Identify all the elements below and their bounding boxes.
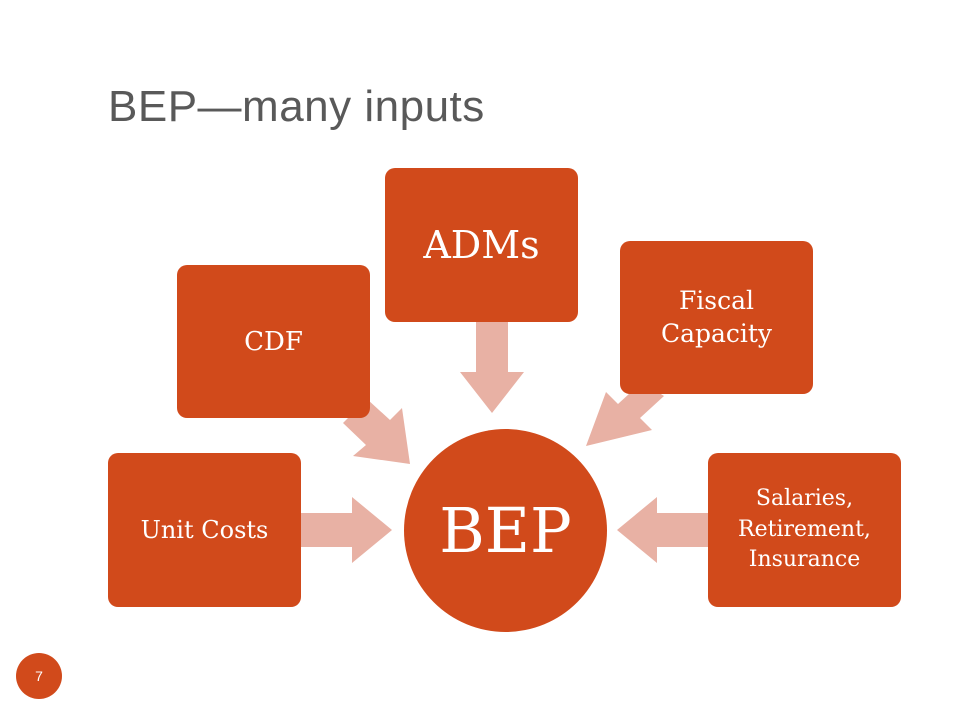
input-label-adms: ADMs	[423, 223, 540, 267]
page-number: 7	[35, 668, 43, 684]
input-box-salaries: Salaries, Retirement, Insurance	[708, 453, 901, 607]
arrow-fiscal-capacity	[586, 382, 664, 446]
input-label-cdf: CDF	[244, 326, 303, 357]
input-label-fiscal-capacity: Fiscal Capacity	[660, 286, 773, 348]
bep-center-circle: BEP	[404, 429, 607, 632]
input-box-cdf: CDF	[177, 265, 370, 418]
page-number-badge: 7	[16, 653, 62, 699]
input-box-fiscal-capacity: Fiscal Capacity	[620, 241, 813, 394]
input-label-salaries: Salaries, Retirement, Insurance	[738, 485, 871, 573]
slide-title: BEP—many inputs	[108, 82, 485, 131]
input-box-adms: ADMs	[385, 168, 578, 322]
input-box-unit-costs: Unit Costs	[108, 453, 301, 607]
bep-center-label: BEP	[439, 494, 572, 567]
arrow-salaries	[617, 497, 709, 563]
input-label-unit-costs: Unit Costs	[140, 516, 269, 544]
arrow-unit-costs	[300, 497, 392, 563]
arrow-adms	[460, 322, 524, 413]
